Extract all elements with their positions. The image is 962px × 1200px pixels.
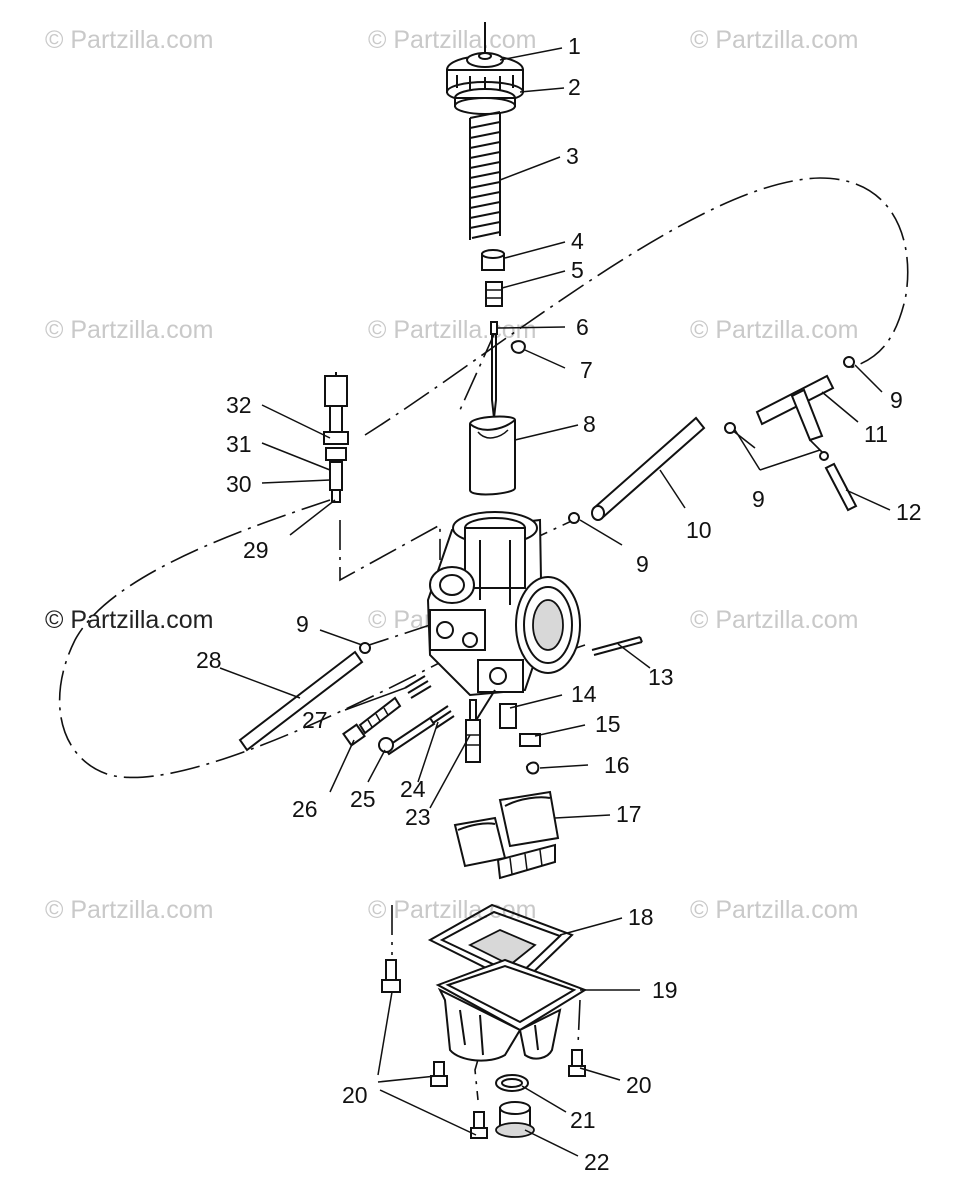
- retainer: [481, 249, 505, 307]
- top-cap: [446, 22, 524, 115]
- callout-24: 24: [400, 776, 426, 802]
- clamps: [359, 356, 855, 654]
- carburetor-body: [426, 511, 581, 731]
- cable-adjuster: [323, 372, 349, 503]
- callout-9: 9: [636, 551, 649, 577]
- callout-14: 14: [571, 681, 597, 707]
- watermark: © Partzilla.com: [368, 26, 536, 54]
- callout-29: 29: [243, 537, 269, 563]
- watermarks: © Partzilla.com © Partzilla.com © Partzi…: [45, 26, 858, 924]
- hoses: [238, 374, 858, 752]
- callout-12: 12: [896, 499, 922, 525]
- callout-7: 7: [580, 357, 593, 383]
- callout-8: 8: [583, 411, 596, 437]
- watermark: © Partzilla.com: [45, 316, 213, 344]
- callout-20: 20: [342, 1082, 368, 1108]
- callout-15: 15: [595, 711, 621, 737]
- callout-10: 10: [686, 517, 712, 543]
- float-bowl: [435, 958, 588, 1062]
- watermark: © Partzilla.com: [690, 896, 858, 924]
- callout-11: 11: [864, 421, 888, 447]
- callout-27: 27: [302, 707, 328, 733]
- callout-20: 20: [626, 1072, 652, 1098]
- callout-9: 9: [752, 486, 765, 512]
- callout-1: 1: [568, 33, 581, 59]
- callout-30: 30: [226, 471, 252, 497]
- callout-21: 21: [570, 1107, 596, 1133]
- callout-labels: 1 2 3 4 5 6 7 8 9 9 9 9 10 11 12 13 14 1…: [196, 33, 922, 1175]
- callout-13: 13: [648, 664, 674, 690]
- watermark: © Partzilla.com: [368, 896, 536, 924]
- screws-springs: [342, 675, 541, 775]
- watermark: © Partzilla.com: [368, 316, 536, 344]
- callout-26: 26: [292, 796, 318, 822]
- callout-32: 32: [226, 392, 252, 418]
- watermark: © Partzilla.com: [45, 26, 213, 54]
- callout-6: 6: [576, 314, 589, 340]
- callout-2: 2: [568, 74, 581, 100]
- throttle-slide: [469, 415, 516, 496]
- callout-9: 9: [296, 611, 309, 637]
- spring: [469, 111, 501, 240]
- watermark: © Partzilla.com: [45, 896, 213, 924]
- callout-3: 3: [566, 143, 579, 169]
- callout-18: 18: [628, 904, 654, 930]
- callout-19: 19: [652, 977, 678, 1003]
- dashed-assembly-lines: [58, 177, 909, 1101]
- watermark: © Partzilla.com: [45, 606, 213, 634]
- callout-25: 25: [350, 786, 376, 812]
- callout-5: 5: [571, 257, 584, 283]
- watermark: © Partzilla.com: [690, 606, 858, 634]
- callout-16: 16: [604, 752, 630, 778]
- callout-9: 9: [890, 387, 903, 413]
- callout-31: 31: [226, 431, 252, 457]
- callout-17: 17: [616, 801, 642, 827]
- callout-28: 28: [196, 647, 222, 673]
- callout-4: 4: [571, 228, 584, 254]
- callout-23: 23: [405, 804, 431, 830]
- watermark: © Partzilla.com: [690, 316, 858, 344]
- watermark: © Partzilla.com: [690, 26, 858, 54]
- callout-22: 22: [584, 1149, 610, 1175]
- leader-lines: [219, 47, 891, 1157]
- float: [453, 790, 560, 880]
